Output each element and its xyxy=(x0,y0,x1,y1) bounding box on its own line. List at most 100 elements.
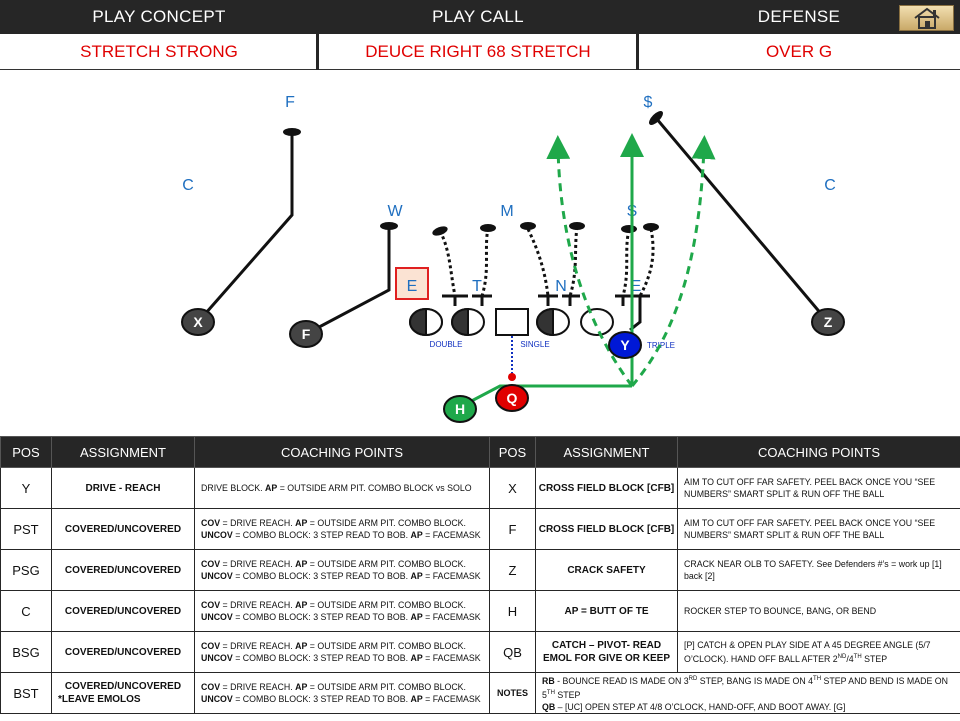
rg-block-dotted xyxy=(568,226,579,297)
pos-cell: Z xyxy=(489,549,536,591)
f-label: F xyxy=(302,326,311,342)
coaching-cell: AIM TO CUT OFF FAR SAFETY. PEEL BACK ONC… xyxy=(677,508,960,550)
f-block-path xyxy=(305,226,391,336)
assignment-cell: DRIVE - REACH xyxy=(51,467,195,509)
defender-w-label: W xyxy=(387,203,403,220)
pos-cell: PST xyxy=(0,508,52,550)
pos-cell: QB xyxy=(489,631,536,673)
center-player xyxy=(495,308,529,336)
c-block-tbar xyxy=(538,294,558,306)
pos-cell: BSG xyxy=(0,631,52,673)
assignment-cell: COVERED/UNCOVERED xyxy=(51,508,195,550)
h-route-bend xyxy=(630,135,716,387)
defender-c-left-label: C xyxy=(182,177,194,194)
coaching-cell: CRACK NEAR OLB TO SAFETY. See Defenders … xyxy=(677,549,960,591)
concept-value: STRETCH STRONG xyxy=(0,34,318,70)
call-value: DEUCE RIGHT 68 STRETCH xyxy=(318,34,638,70)
coaching-cell: DRIVE BLOCK. AP = OUTSIDE ARM PIT. COMBO… xyxy=(194,467,490,509)
rt-player xyxy=(580,308,614,336)
rt-block-tbar xyxy=(615,294,632,306)
defender-c-right-label: C xyxy=(824,177,836,194)
pos-cell: H xyxy=(489,590,536,632)
notes-text-cell: RB - BOUNCE READ IS MADE ON 3RD STEP, BA… xyxy=(535,672,960,714)
x-block-path xyxy=(196,132,294,323)
lg-block-dotted xyxy=(480,227,490,297)
table-row: Y DRIVE - REACH DRIVE BLOCK. AP = OUTSID… xyxy=(0,467,960,509)
notes-cell: NOTES xyxy=(489,672,536,714)
y-block-dotted xyxy=(638,228,655,297)
defender-m-label: M xyxy=(500,203,513,220)
h-player xyxy=(443,395,477,423)
concept-header: PLAY CONCEPT xyxy=(0,0,318,34)
assignment-cell: CROSS FIELD BLOCK [CFB] xyxy=(535,467,678,509)
y-player xyxy=(608,331,642,359)
lt-block-dotted xyxy=(438,230,457,297)
divider xyxy=(316,0,319,70)
coaching-cell: ROCKER STEP TO BOUNCE, BANG, OR BEND xyxy=(677,590,960,632)
lb-mark xyxy=(621,225,637,233)
single-label: SINGLE xyxy=(520,340,549,349)
x-player xyxy=(181,308,215,336)
z-block-head xyxy=(649,111,663,125)
table-row: C COVERED/UNCOVERED COV = DRIVE REACH. A… xyxy=(0,590,960,632)
home-button[interactable] xyxy=(899,5,954,31)
rg-block-tbar xyxy=(562,294,580,306)
pos-cell: C xyxy=(0,590,52,632)
qb-label: Q xyxy=(507,390,518,406)
pos-cell: PSG xyxy=(0,549,52,591)
lb-mark xyxy=(432,226,448,236)
pos-cell: Y xyxy=(0,467,52,509)
x-block-head xyxy=(283,128,301,136)
coaching-cell: AIM TO CUT OFF FAR SAFETY. PEEL BACK ONC… xyxy=(677,467,960,509)
z-block-path xyxy=(654,117,830,323)
defender-dollar-label: $ xyxy=(644,94,653,111)
defender-n-label: N xyxy=(555,278,567,295)
home-icon xyxy=(913,7,940,29)
c-block-dotted xyxy=(526,228,550,297)
col-assignment: ASSIGNMENT xyxy=(535,436,678,468)
defender-e-label: E xyxy=(631,278,642,295)
defense-value: OVER G xyxy=(638,34,960,70)
table-row: PSG COVERED/UNCOVERED COV = DRIVE REACH.… xyxy=(0,549,960,591)
assignment-cell: COVERED/UNCOVERED xyxy=(51,549,195,591)
play-diagram: F $ C C W M S T N E E xyxy=(181,94,845,423)
lb-mark xyxy=(569,222,585,230)
defender-t-label: T xyxy=(472,278,482,295)
y-label: Y xyxy=(620,337,630,353)
coaching-cell: COV = DRIVE REACH. AP = OUTSIDE ARM PIT.… xyxy=(194,672,490,714)
coaching-cell: COV = DRIVE REACH. AP = OUTSIDE ARM PIT.… xyxy=(194,631,490,673)
assignment-cell: COVERED/UNCOVERED xyxy=(51,631,195,673)
lb-mark xyxy=(643,223,659,231)
z-label: Z xyxy=(824,314,833,330)
lg-block-tbar xyxy=(472,294,492,306)
col-coaching-points: COACHING POINTS xyxy=(194,436,490,468)
rt-block-dotted xyxy=(621,229,631,297)
pos-cell: BST xyxy=(0,672,52,714)
assignment-table: POS ASSIGNMENT COACHING POINTS POS ASSIG… xyxy=(0,436,960,714)
col-coaching-points: COACHING POINTS xyxy=(677,436,960,468)
z-player xyxy=(811,308,845,336)
coaching-cell: COV = DRIVE REACH. AP = OUTSIDE ARM PIT.… xyxy=(194,508,490,550)
h-path xyxy=(459,384,632,409)
lt-block-tbar xyxy=(442,294,468,306)
table-row: BSG COVERED/UNCOVERED COV = DRIVE REACH.… xyxy=(0,631,960,673)
table-row: BST COVERED/UNCOVERED*LEAVE EMOLOS COV =… xyxy=(0,672,960,714)
col-pos: POS xyxy=(0,436,52,468)
lb-mark xyxy=(480,224,496,232)
assignment-cell: COVERED/UNCOVERED*LEAVE EMOLOS xyxy=(51,672,195,714)
coaching-cell: COV = DRIVE REACH. AP = OUTSIDE ARM PIT.… xyxy=(194,549,490,591)
table-row: PST COVERED/UNCOVERED COV = DRIVE REACH.… xyxy=(0,508,960,550)
f-player xyxy=(289,320,323,348)
assignment-cell: CROSS FIELD BLOCK [CFB] xyxy=(535,508,678,550)
h-label: H xyxy=(455,401,465,417)
call-header: PLAY CALL xyxy=(318,0,638,34)
assignment-cell: CRACK SAFETY xyxy=(535,549,678,591)
coaching-cell: [P] CATCH & OPEN PLAY SIDE AT A 45 DEGRE… xyxy=(677,631,960,673)
coaching-cell: COV = DRIVE REACH. AP = OUTSIDE ARM PIT.… xyxy=(194,590,490,632)
defender-e-boxed-label: E xyxy=(407,278,418,295)
x-label: X xyxy=(193,314,203,330)
col-assignment: ASSIGNMENT xyxy=(51,436,195,468)
pos-cell: F xyxy=(489,508,536,550)
divider xyxy=(636,0,639,70)
